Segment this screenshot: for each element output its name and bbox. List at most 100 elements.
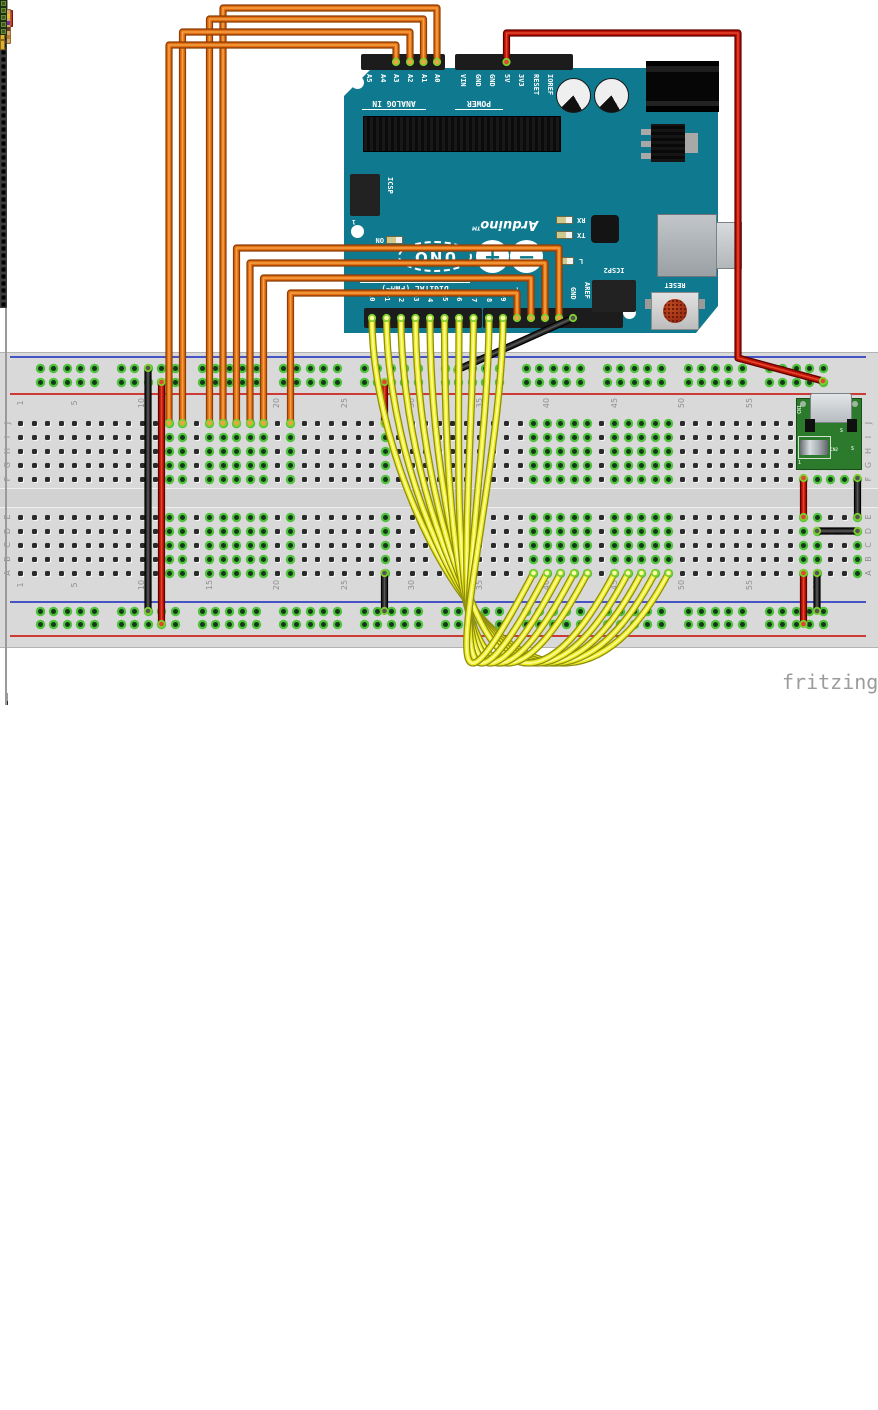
pin-socket[interactable] xyxy=(0,168,7,175)
breadboard-hole xyxy=(828,514,833,520)
pin-socket[interactable] xyxy=(0,210,7,217)
resistor-470[interactable] xyxy=(0,0,11,1265)
breadboard-hole xyxy=(153,528,158,534)
pin-socket[interactable] xyxy=(0,63,7,70)
breadboard-hole xyxy=(247,462,253,468)
resistor-470[interactable] xyxy=(0,0,11,1320)
pin-socket[interactable] xyxy=(0,56,7,63)
pin-socket[interactable] xyxy=(0,91,7,98)
breadboard-hole xyxy=(153,514,158,520)
pin-socket[interactable] xyxy=(0,224,7,231)
resistor-470[interactable] xyxy=(0,0,11,996)
breadboard-hole xyxy=(226,621,232,627)
breadboard-hole xyxy=(253,608,259,614)
resistor-470[interactable] xyxy=(0,0,11,1210)
breadboard-hole xyxy=(18,476,23,482)
resistor-470[interactable] xyxy=(0,0,11,1100)
breadboard-hole xyxy=(355,570,361,576)
breadboard-hole xyxy=(193,448,199,454)
pin-label: AREF xyxy=(583,282,591,300)
breadboard-hole xyxy=(274,570,280,576)
pin-socket[interactable] xyxy=(0,140,7,147)
breadboard-hole xyxy=(199,621,205,627)
breadboard-hole xyxy=(720,570,725,576)
resistor-470[interactable] xyxy=(0,0,11,944)
pin-socket[interactable] xyxy=(0,266,7,273)
breadboard-hole xyxy=(145,621,151,627)
pin-socket[interactable] xyxy=(0,294,7,301)
breadboard-hole xyxy=(45,476,50,482)
pin-socket[interactable] xyxy=(0,84,7,91)
pin-socket[interactable] xyxy=(0,126,7,133)
pin-socket[interactable] xyxy=(0,147,7,154)
breadboard-hole xyxy=(261,448,266,454)
breadboard-hole xyxy=(37,608,43,614)
breadboard-hole xyxy=(18,462,23,468)
breadboard-hole xyxy=(693,434,698,440)
pin-socket[interactable] xyxy=(0,105,7,112)
breadboard-hole xyxy=(220,528,226,534)
pin-socket[interactable] xyxy=(0,49,7,56)
pin-socket[interactable] xyxy=(0,98,7,105)
pin-socket[interactable] xyxy=(0,175,7,182)
breadboard-hole xyxy=(807,608,812,614)
pin-label: 3V3 xyxy=(517,74,525,87)
pin-socket[interactable] xyxy=(0,245,7,252)
breadboard-hole xyxy=(760,528,766,534)
usb-shield-tab xyxy=(805,419,815,432)
pin-socket[interactable] xyxy=(0,301,7,308)
breadboard-hole xyxy=(288,476,293,482)
pin-socket[interactable] xyxy=(0,259,7,266)
pin-socket[interactable] xyxy=(0,182,7,189)
breadboard-hole xyxy=(153,448,158,454)
pin-socket[interactable] xyxy=(0,280,7,287)
breadboard-hole xyxy=(720,448,725,454)
breadboard-hole xyxy=(180,528,185,534)
breadboard-hole xyxy=(18,542,23,548)
breadboard-hole xyxy=(153,542,158,548)
breadboard-hole xyxy=(72,528,77,534)
resistor-470[interactable] xyxy=(0,0,11,892)
resistor-470[interactable] xyxy=(0,0,11,1375)
resistor-470[interactable] xyxy=(0,0,11,840)
breadboard-hole xyxy=(355,528,361,534)
pin-socket[interactable] xyxy=(0,287,7,294)
breadboard-hole xyxy=(774,556,779,562)
breadboard-hole xyxy=(207,476,212,482)
pin-socket[interactable] xyxy=(0,196,7,203)
breadboard-hole xyxy=(294,608,299,614)
breadboard-hole xyxy=(139,556,145,562)
pin-socket[interactable] xyxy=(0,238,7,245)
breadboard-hole xyxy=(720,462,725,468)
breadboard-hole xyxy=(787,528,793,534)
resistor-470[interactable] xyxy=(0,0,11,1155)
pin-socket[interactable] xyxy=(0,161,7,168)
breadboard-hole xyxy=(693,448,698,454)
breadboard-hole xyxy=(679,476,685,482)
breadboard-hole xyxy=(126,420,131,426)
pin-socket[interactable] xyxy=(0,273,7,280)
pin-label: ▼1 xyxy=(382,292,391,302)
breadboard-hole xyxy=(328,570,334,576)
pin-socket[interactable] xyxy=(0,154,7,161)
breadboard-hole xyxy=(760,570,766,576)
pin-socket[interactable] xyxy=(0,189,7,196)
breadboard-hole xyxy=(760,448,766,454)
resistor-470[interactable] xyxy=(0,0,11,1410)
breadboard-hole xyxy=(679,462,685,468)
pin-socket[interactable] xyxy=(0,231,7,238)
pin-socket[interactable] xyxy=(0,112,7,119)
resistor-470[interactable] xyxy=(0,0,11,788)
breadboard-hole xyxy=(760,434,766,440)
pin-socket[interactable] xyxy=(0,119,7,126)
pin-socket[interactable] xyxy=(0,70,7,77)
breakout-pad xyxy=(0,21,7,28)
pin-socket[interactable] xyxy=(0,133,7,140)
breadboard-hole xyxy=(99,434,104,440)
pin-socket[interactable] xyxy=(0,203,7,210)
breadboard-hole xyxy=(58,434,64,440)
pin-socket[interactable] xyxy=(0,252,7,259)
resistor-470[interactable] xyxy=(0,0,11,1048)
pin-socket[interactable] xyxy=(0,217,7,224)
pin-socket[interactable] xyxy=(0,77,7,84)
